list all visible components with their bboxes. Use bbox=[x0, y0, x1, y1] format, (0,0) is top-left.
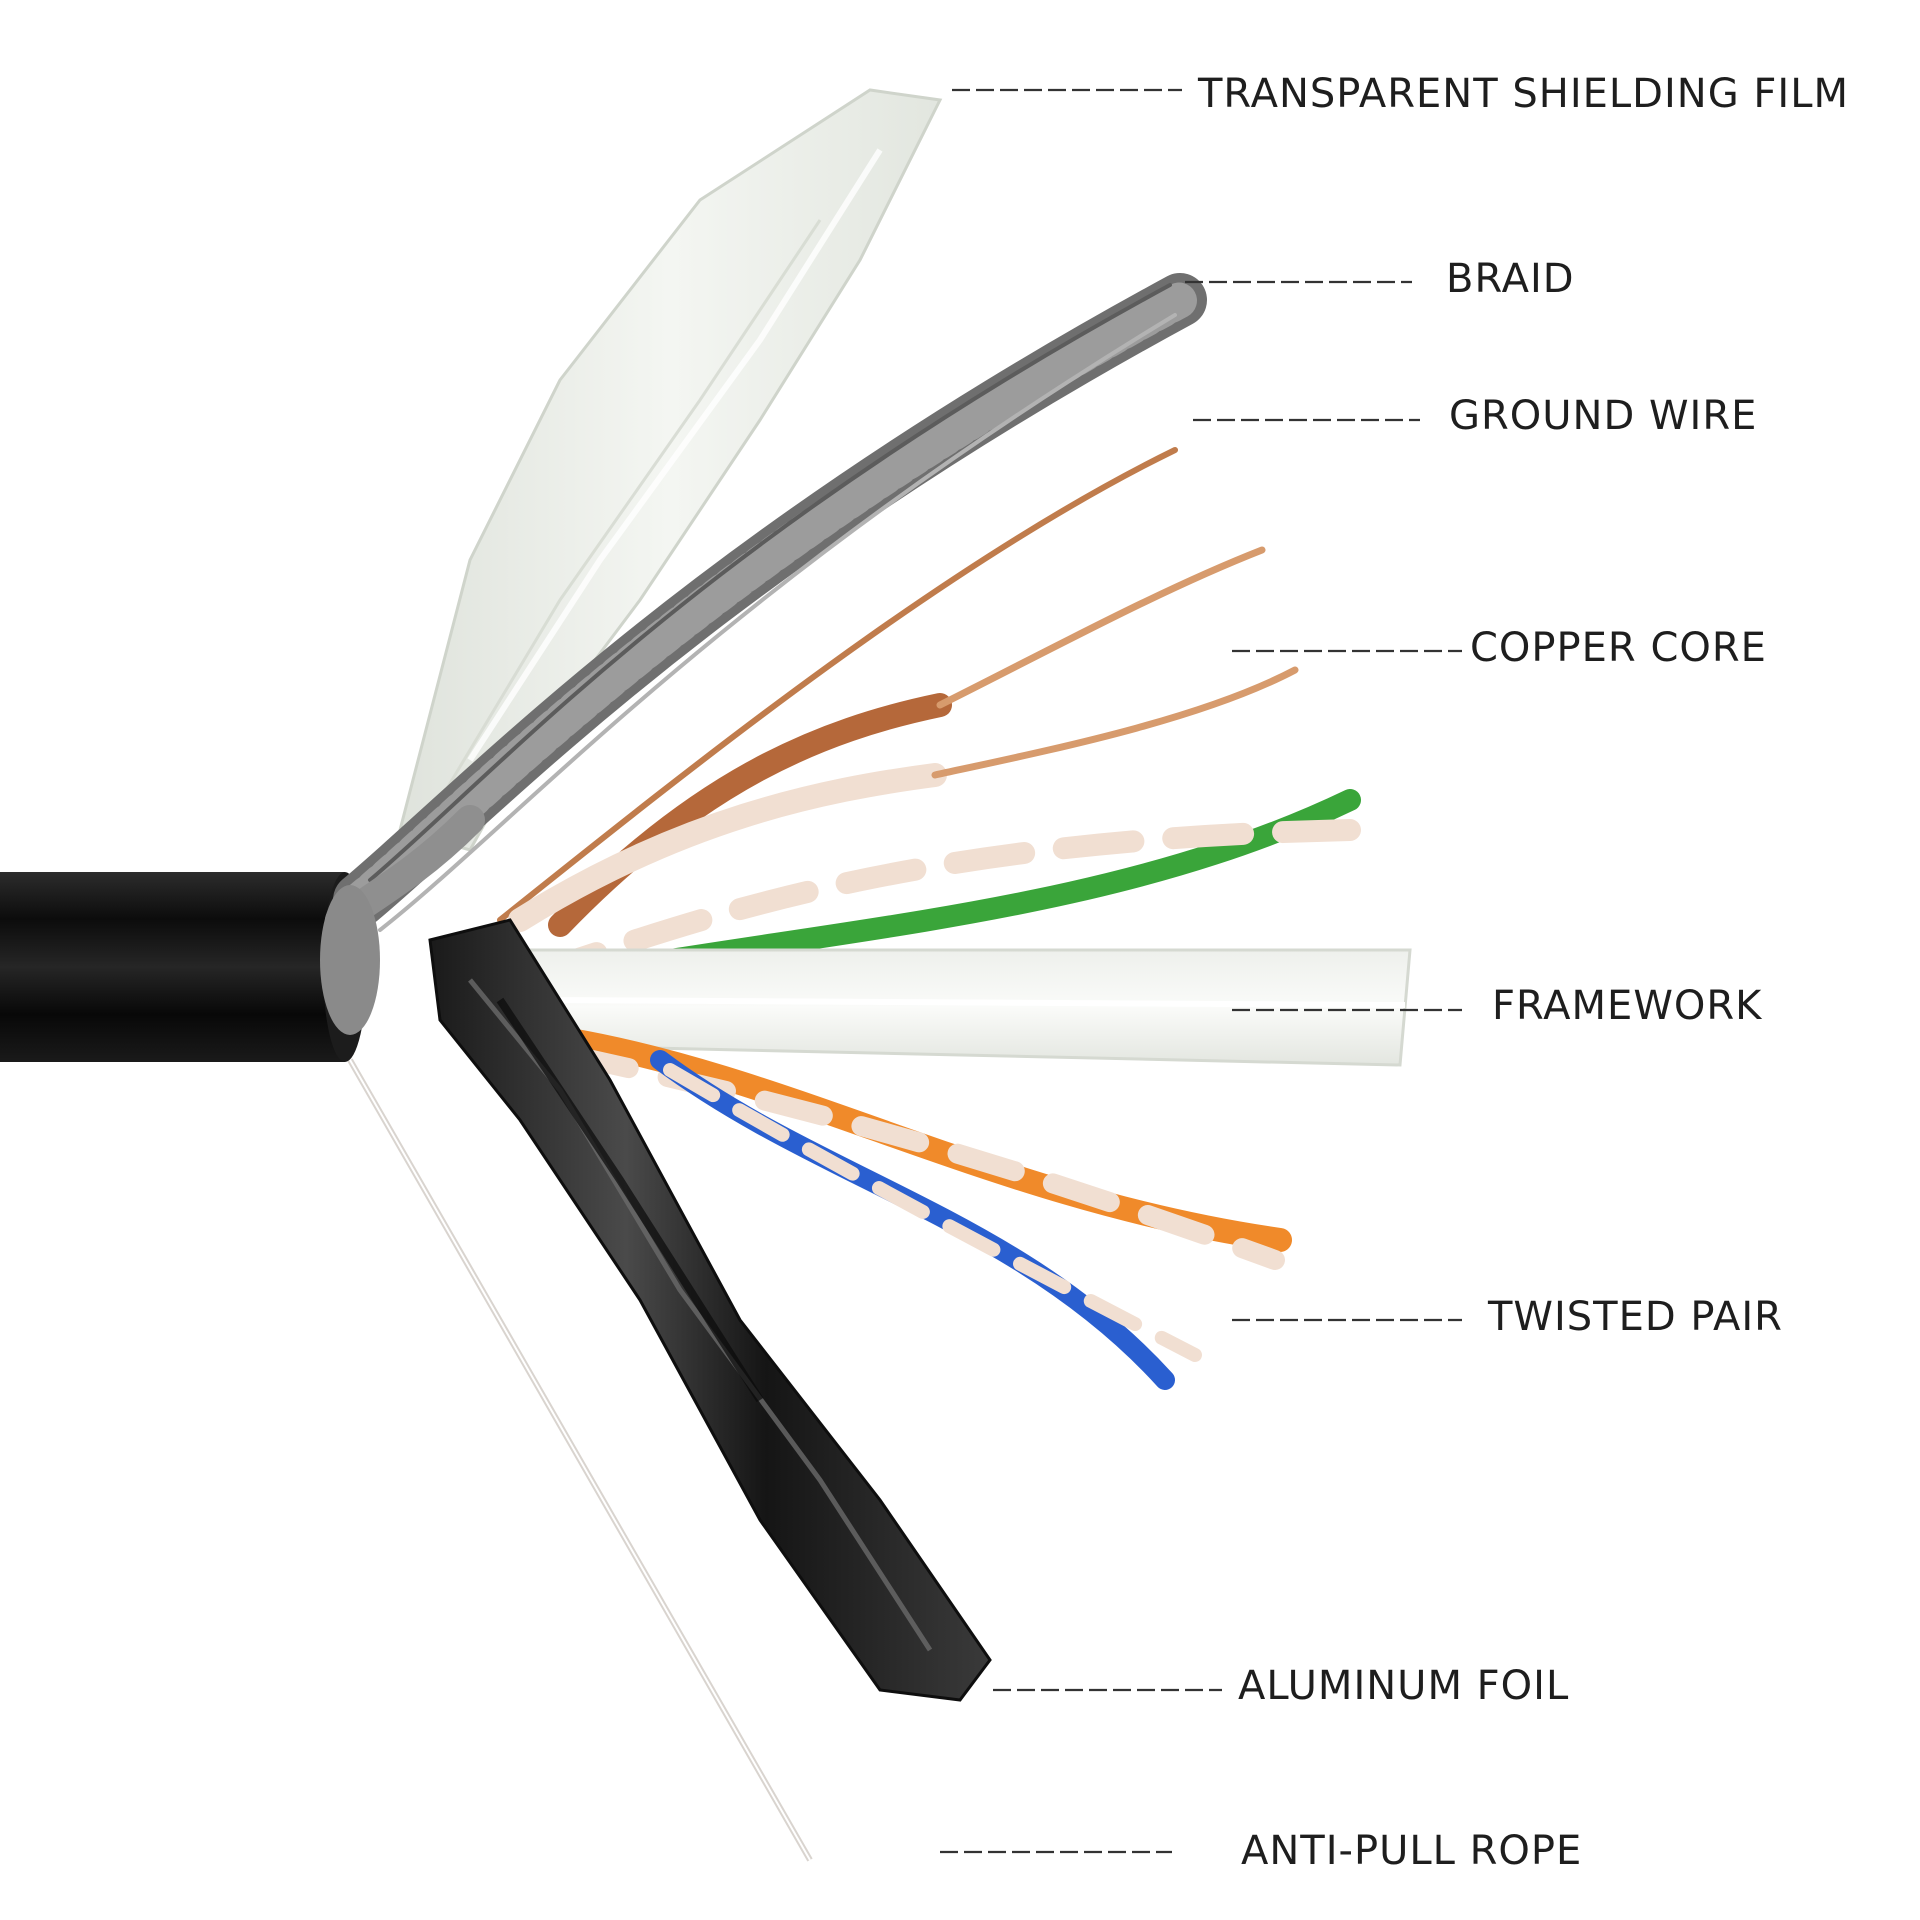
anti-pull-rope bbox=[347, 1058, 813, 1862]
label-braid: BRAID bbox=[1446, 256, 1575, 302]
outer-jacket bbox=[0, 872, 367, 1062]
label-copper-core: COPPER CORE bbox=[1470, 625, 1767, 671]
callout-labels: TRANSPARENT SHIELDING FILM BRAID GROUND … bbox=[1197, 71, 1849, 1874]
leader-lines bbox=[940, 88, 1462, 1854]
ground-wire bbox=[497, 447, 1178, 923]
aluminum-foil-strip bbox=[428, 918, 992, 1702]
braid-bundle bbox=[320, 273, 1207, 1035]
label-ground-wire: GROUND WIRE bbox=[1449, 393, 1757, 439]
label-twisted-pair: TWISTED PAIR bbox=[1487, 1294, 1783, 1340]
label-aluminum-foil: ALUMINUM FOIL bbox=[1238, 1663, 1569, 1709]
blue-white-pair bbox=[650, 1050, 1202, 1390]
label-anti-pull-rope: ANTI-PULL ROPE bbox=[1241, 1828, 1582, 1874]
copper-core-wires bbox=[508, 546, 1299, 937]
label-shielding-film: TRANSPARENT SHIELDING FILM bbox=[1197, 71, 1849, 117]
label-framework: FRAMEWORK bbox=[1492, 983, 1763, 1029]
